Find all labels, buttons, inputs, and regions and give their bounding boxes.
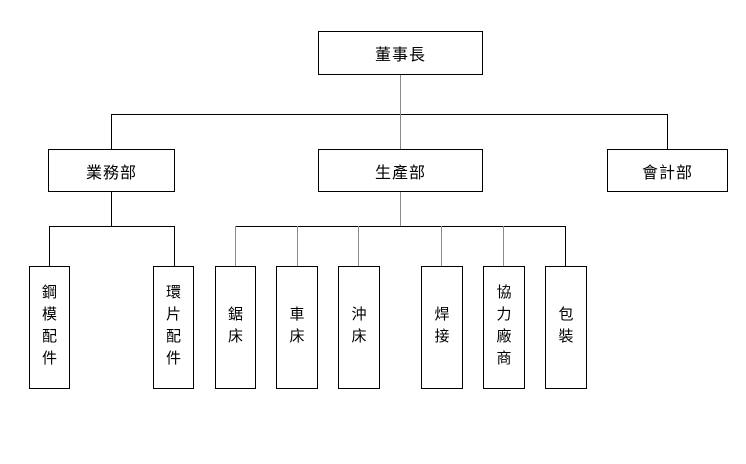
connector-root-to-bus bbox=[400, 75, 401, 115]
node-sales-unit-2: 環片配件 bbox=[153, 266, 194, 389]
connector-sales-unit-2 bbox=[174, 226, 175, 266]
node-production-unit-1: 鋸床 bbox=[215, 266, 256, 389]
connector-sales-unit-1 bbox=[49, 226, 50, 266]
node-production-unit-5-label: 協力廠商 bbox=[494, 283, 513, 372]
connector-production-down bbox=[400, 192, 401, 226]
node-chairman-label: 董事長 bbox=[374, 45, 426, 64]
connector-production-unit-3 bbox=[358, 226, 359, 266]
node-production-unit-6: 包裝 bbox=[545, 266, 587, 389]
node-accounting-department-label: 會計部 bbox=[641, 162, 693, 182]
node-production-unit-4: 焊接 bbox=[421, 266, 463, 389]
node-production-unit-4-label: 焊接 bbox=[432, 305, 451, 350]
node-production-department-label: 生產部 bbox=[374, 162, 426, 182]
connector-production-unit-6 bbox=[565, 226, 566, 266]
node-production-unit-3: 沖床 bbox=[338, 266, 380, 389]
node-production-department: 生產部 bbox=[318, 149, 483, 192]
connector-bus-to-sales bbox=[111, 114, 112, 150]
node-chairman: 董事長 bbox=[318, 31, 483, 75]
node-sales-department-label: 業務部 bbox=[85, 162, 137, 182]
node-production-unit-6-label: 包裝 bbox=[556, 305, 575, 350]
connector-bus-to-production bbox=[400, 114, 401, 150]
node-sales-unit-2-label: 環片配件 bbox=[164, 283, 182, 372]
connector-top-bus bbox=[111, 114, 668, 115]
node-production-unit-3-label: 沖床 bbox=[349, 305, 368, 350]
node-production-unit-2: 車床 bbox=[276, 266, 318, 389]
node-sales-department: 業務部 bbox=[48, 149, 175, 192]
node-production-unit-5: 協力廠商 bbox=[483, 266, 525, 389]
connector-sales-bus bbox=[49, 226, 175, 227]
connector-production-bus bbox=[235, 226, 566, 227]
connector-production-unit-5 bbox=[503, 226, 504, 266]
connector-production-unit-2 bbox=[297, 226, 298, 266]
node-sales-unit-1-label: 鋼模配件 bbox=[40, 283, 58, 372]
connector-production-unit-1 bbox=[235, 226, 236, 266]
node-sales-unit-1: 鋼模配件 bbox=[29, 266, 70, 389]
node-production-unit-2-label: 車床 bbox=[287, 305, 306, 350]
connector-bus-to-accounting bbox=[667, 114, 668, 150]
connector-production-unit-4 bbox=[441, 226, 442, 266]
node-accounting-department: 會計部 bbox=[607, 149, 728, 192]
node-production-unit-1-label: 鋸床 bbox=[226, 305, 244, 350]
connector-sales-down bbox=[111, 192, 112, 226]
